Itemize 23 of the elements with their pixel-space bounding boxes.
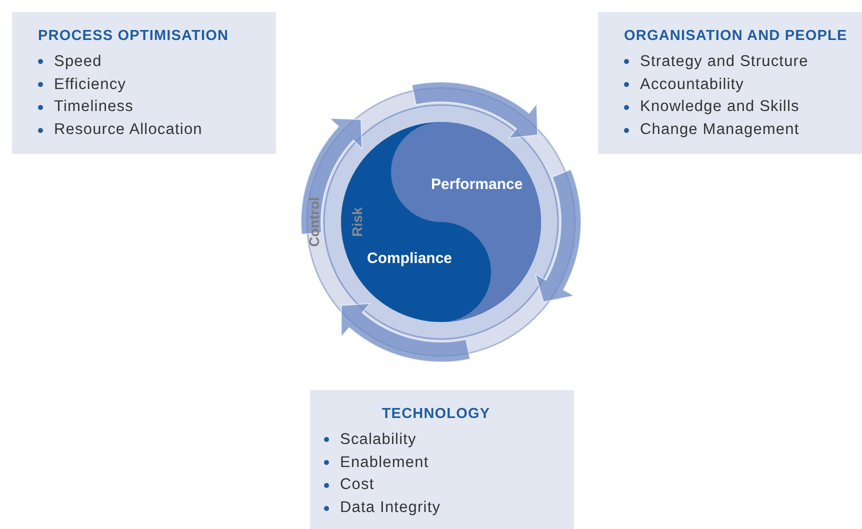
list-item: Strategy and Structure bbox=[640, 53, 808, 70]
segment-label: Compliance bbox=[367, 250, 452, 267]
panel-heading: ORGANISATION AND PEOPLE bbox=[624, 28, 848, 44]
panel-heading: PROCESS OPTIMISATION bbox=[38, 28, 229, 44]
category-panel bbox=[12, 12, 276, 154]
ring bbox=[323, 104, 559, 340]
ring-label: Control bbox=[306, 197, 322, 247]
list-item: Accountability bbox=[640, 76, 744, 93]
panel-heading: TECHNOLOGY bbox=[382, 406, 490, 422]
category-panel bbox=[598, 12, 862, 154]
list-item: Knowledge and Skills bbox=[640, 98, 800, 116]
category-panel bbox=[310, 390, 574, 529]
list-item: Speed bbox=[54, 53, 102, 70]
list-item: Efficiency bbox=[54, 76, 126, 93]
ring-label: Risk bbox=[349, 207, 365, 237]
list-item: Resource Allocation bbox=[54, 121, 202, 138]
list-item: Scalability bbox=[340, 431, 416, 448]
segment-label: Performance bbox=[431, 176, 523, 193]
list-item: Timeliness bbox=[54, 98, 134, 116]
list-item: Data Integrity bbox=[340, 499, 441, 516]
list-item: Change Management bbox=[640, 121, 800, 138]
list-item: Enablement bbox=[340, 454, 429, 471]
list-item: Cost bbox=[340, 476, 374, 494]
